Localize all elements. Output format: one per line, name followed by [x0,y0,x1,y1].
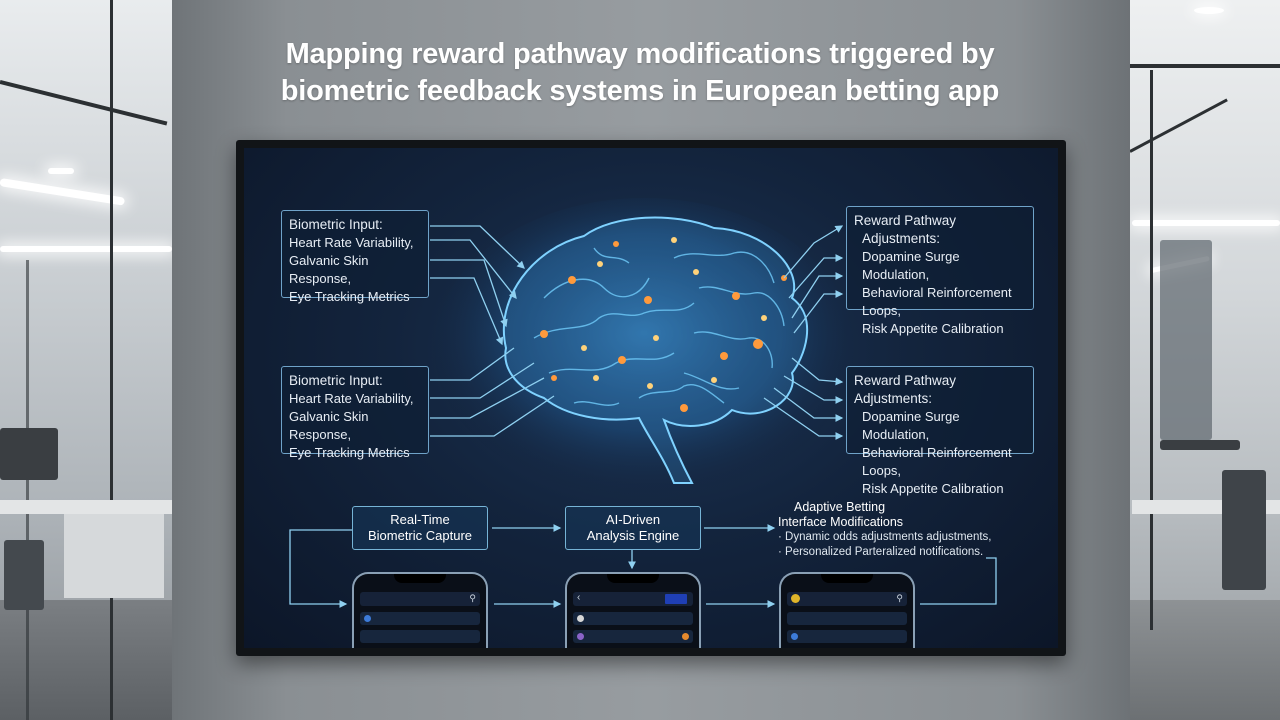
ceiling-light [1194,7,1224,14]
reward-item: Risk Appetite Calibration [862,321,1004,336]
reward-pathway-title-2: Adjustments: [862,231,941,246]
monitor [1160,440,1240,450]
phone-list-row [787,612,907,625]
reward-pathway-box-top: Reward Pathway Adjustments: Dopamine Sur… [846,206,1034,336]
reward-item: Dopamine Surge Modulation, [862,249,960,282]
phone-header: ‹ [573,592,693,606]
adaptive-title-1: Adaptive Betting [794,500,886,514]
connector-lines [430,225,844,440]
status-dot-icon [364,615,371,622]
window-frame [1150,70,1153,630]
biometric-item: Galvanic Skin Response, [289,409,369,442]
brain-circuits [533,247,785,406]
engine-label-2: Analysis Engine [586,528,680,543]
phone-mockup-analysis: ‹ [565,572,701,648]
brain-glow [434,198,854,498]
reward-item: Behavioral Reinforcement Loops, [862,285,1012,318]
engine-label-1: AI-Driven [605,512,661,527]
phone-header: ⚲ [360,592,480,606]
biometric-item: Eye Tracking Metrics [289,289,410,304]
search-icon: ⚲ [469,593,476,603]
adaptive-interface-modifications: Adaptive Betting Interface Modifications… [778,500,1018,560]
reward-pathway-title: Reward Pathway Adjustments: [854,373,957,406]
floor-right [1130,600,1280,720]
desk-cabinet [64,514,164,598]
monitor [0,428,58,480]
neural-nodes [540,237,787,412]
headline-line-1: Mapping reward pathway modifications tri… [285,38,995,70]
adaptive-item: · Dynamic odds adjustments adjustments, [778,531,992,543]
phone-list-row [360,630,480,643]
phone-notch [607,574,659,583]
alert-dot-icon [682,633,689,640]
status-dot-icon [577,615,584,622]
phone-notch [821,574,873,583]
phone-list-row [573,630,693,643]
back-arrow-icon: ‹ [577,592,581,603]
reward-pathway-box-bottom: Reward Pathway Adjustments: Dopamine Sur… [846,366,1034,496]
coin-icon [791,594,800,603]
headline: Mapping reward pathway modifications tri… [200,36,1080,110]
phone-header: ⚲ [787,592,907,606]
adaptive-item: · Personalized Parteralized notification… [778,546,984,558]
biometric-input-box-bottom: Biometric Input: Heart Rate Variability,… [281,366,429,460]
biometric-item: Heart Rate Variability, [289,391,414,406]
window-frame [26,260,29,720]
capture-label-1: Real-Time [390,512,450,527]
status-dot-icon [791,633,798,640]
phone-mockup-adaptive: ⚲ [779,572,915,648]
status-dot-icon [577,633,584,640]
biometric-item: Heart Rate Variability, [289,235,414,250]
brain-diagram [289,198,997,608]
phone-mockup-capture: ⚲ [352,572,488,648]
reward-pathway-title: Reward Pathway [854,213,957,228]
phone-list-row [787,630,907,643]
tv-screen: Biometric Input: Heart Rate Variability,… [244,148,1058,648]
office-chair [4,540,44,610]
glass-panel [1160,240,1212,440]
ceiling-light [1132,220,1280,226]
capture-label-2: Biometric Capture [367,528,473,543]
phone-notch [394,574,446,583]
window-frame [110,0,113,720]
biometric-input-title: Biometric Input: [289,217,383,232]
phone-list-row [360,612,480,625]
office-chair [1222,470,1266,590]
biometric-input-title: Biometric Input: [289,373,383,388]
biometric-input-box-top: Biometric Input: Heart Rate Variability,… [281,210,429,304]
eu-flag-icon [665,594,687,604]
headline-line-2: biometric feedback systems in European b… [280,75,1000,107]
window-frame [1130,64,1280,68]
ceiling-light [48,168,74,174]
reward-item: Risk Appetite Calibration [862,481,1004,496]
brain-graphic [503,216,809,484]
biometric-item: Galvanic Skin Response, [289,253,369,286]
ai-analysis-engine-box: AI-Driven Analysis Engine [565,506,701,550]
phone-list-row [573,612,693,625]
adaptive-title-2: Interface Modifications [778,515,904,529]
biometric-item: Eye Tracking Metrics [289,445,410,460]
desk [0,500,172,514]
reward-item: Behavioral Reinforcement Loops, [862,445,1012,478]
flow-arrows [289,524,997,608]
search-icon: ⚲ [896,593,903,603]
real-time-biometric-capture-box: Real-Time Biometric Capture [352,506,488,550]
ceiling-light [0,246,172,252]
reward-item: Dopamine Surge Modulation, [862,409,960,442]
